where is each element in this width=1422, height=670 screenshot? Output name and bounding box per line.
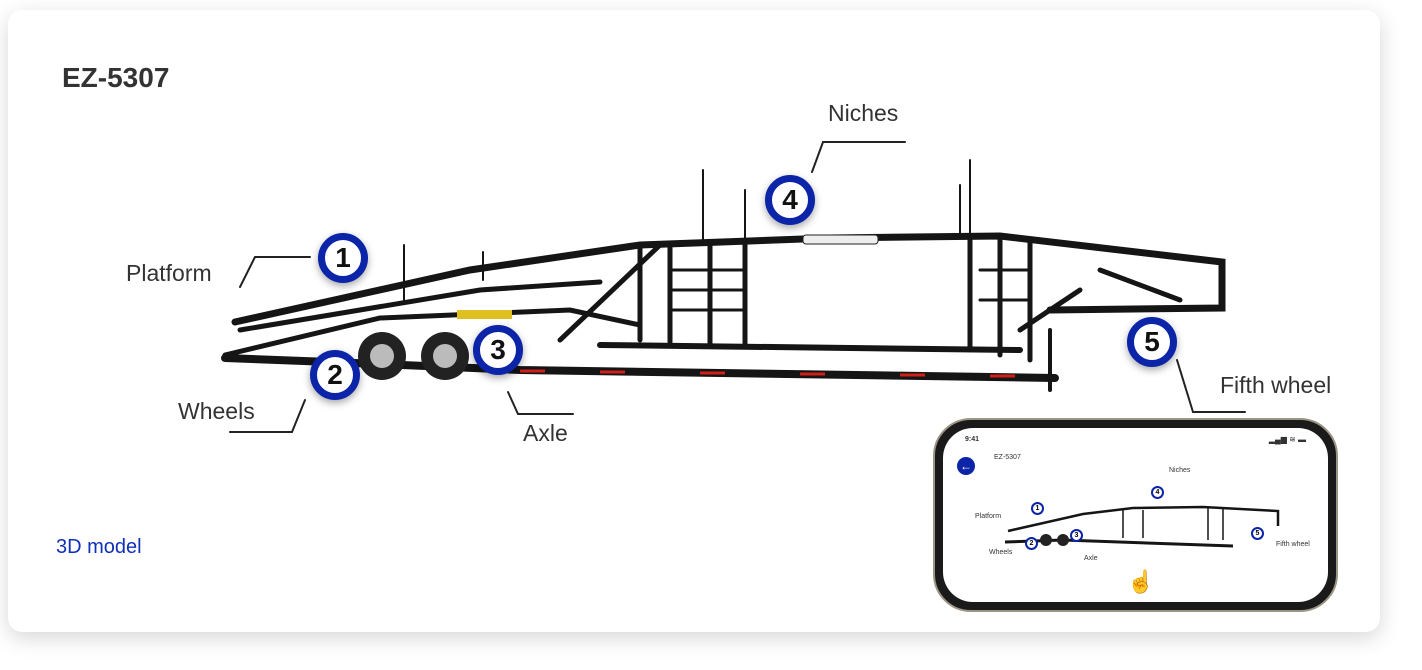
hotspot-1-button[interactable]: 1: [318, 233, 368, 283]
hotspot-label-fifth-wheel: Fifth wheel: [1220, 372, 1332, 398]
3d-model-link[interactable]: 3D model: [56, 536, 142, 558]
phone-title: EZ-5307: [994, 454, 1021, 461]
status-time: 9:41: [965, 436, 980, 443]
phone-hotspot-5[interactable]: 5: [1251, 527, 1264, 540]
hotspot-label-niches: Niches: [828, 100, 899, 126]
phone-trailer-image: [1004, 505, 1280, 548]
phone-label-niches: Niches: [1169, 467, 1191, 474]
hotspot-4-button[interactable]: 4: [765, 175, 815, 225]
hotspot-5-button[interactable]: 5: [1127, 317, 1177, 367]
phone-label-wheels: Wheels: [989, 549, 1013, 556]
back-button[interactable]: ←: [957, 457, 975, 475]
hotspot-label-wheels: Wheels: [178, 398, 255, 424]
phone-label-fifth-wheel: Fifth wheel: [1276, 541, 1310, 548]
hotspot-label-platform: Platform: [126, 260, 212, 286]
rotate-gesture-icon: ☝: [1127, 569, 1155, 594]
phone-hotspot-1[interactable]: 1: [1031, 502, 1044, 515]
page-title: EZ-5307: [62, 62, 170, 93]
phone-hotspot-2[interactable]: 2: [1025, 537, 1038, 550]
hotspot-3-button[interactable]: 3: [473, 325, 523, 375]
phone-label-axle: Axle: [1084, 555, 1098, 562]
phone-label-platform: Platform: [975, 513, 1002, 520]
phone-hotspot-3[interactable]: 3: [1070, 529, 1083, 542]
phone-screen: 9:41 ▂▄▆ ≋ ▬ ← EZ-5307 Platform 1 Wheels…: [943, 428, 1328, 602]
hotspot-2-button[interactable]: 2: [310, 350, 360, 400]
status-icons: ▂▄▆ ≋ ▬: [1268, 435, 1306, 444]
phone-preview: 9:41 ▂▄▆ ≋ ▬ ← EZ-5307 Platform 1 Wheels…: [933, 418, 1338, 612]
hotspot-label-axle: Axle: [523, 420, 568, 446]
phone-hotspot-4[interactable]: 4: [1151, 486, 1164, 499]
